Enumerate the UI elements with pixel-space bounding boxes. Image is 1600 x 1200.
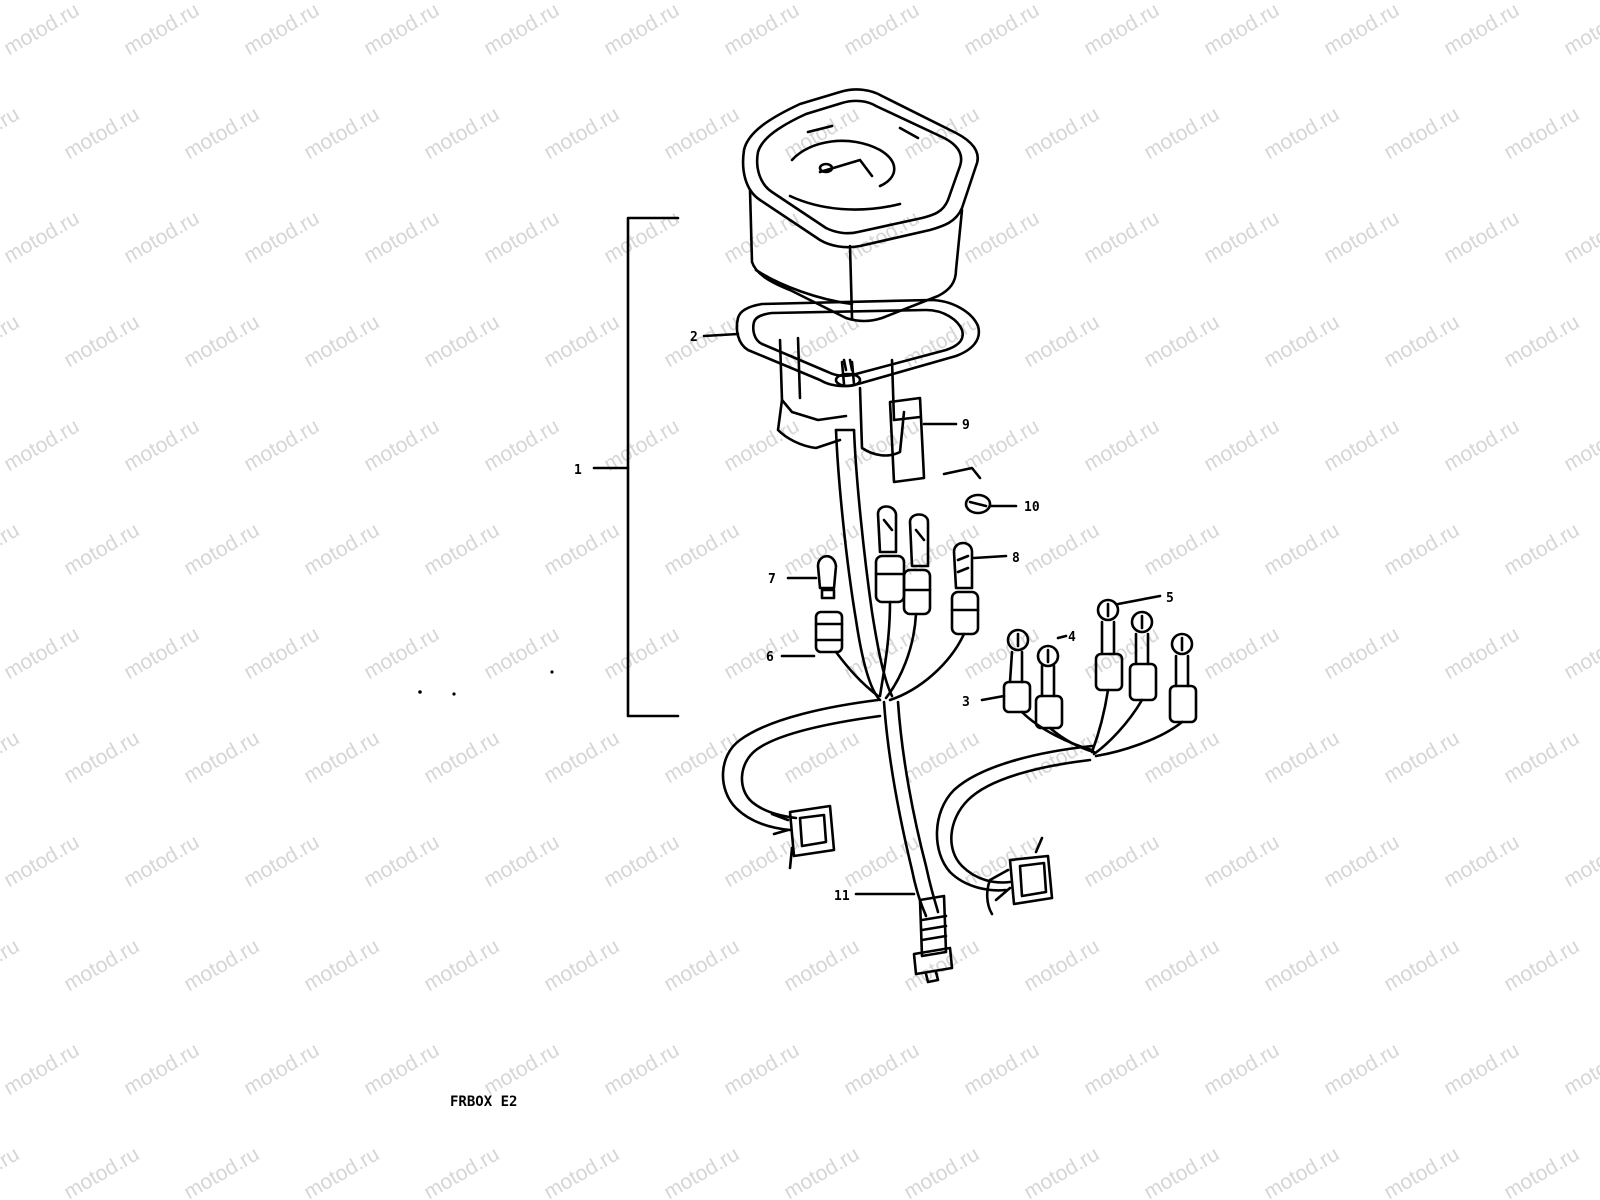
callout-4: 4 [1068,630,1076,645]
callout-11: 11 [834,889,850,904]
left-harness [721,698,882,870]
bulb-8 [952,541,974,590]
callout-10: 10 [1024,500,1040,515]
callout-8: 8 [1012,551,1020,566]
panel-9 [888,396,926,484]
bulb-7 [816,554,838,600]
leader-lines [592,216,1162,896]
specks [418,670,554,696]
main-harness [834,428,894,702]
callout-3: 3 [962,695,970,710]
speedometer-cable [882,700,954,984]
diagram-caption: FRBOX E2 [450,1094,517,1110]
socket-6 [814,610,880,698]
callout-1: 1 [574,463,582,478]
right-harness [935,744,1094,916]
callout-9: 9 [962,418,970,433]
callout-5: 5 [1166,591,1174,606]
callout-2: 2 [690,330,698,345]
center-sockets [874,505,980,702]
lower-bracket [776,336,906,457]
right-sockets [1002,598,1198,758]
meter-housing [741,88,979,323]
gasket [735,298,981,388]
callout-7: 7 [768,572,776,587]
grommet-10 [942,466,992,515]
callout-6: 6 [766,650,774,665]
